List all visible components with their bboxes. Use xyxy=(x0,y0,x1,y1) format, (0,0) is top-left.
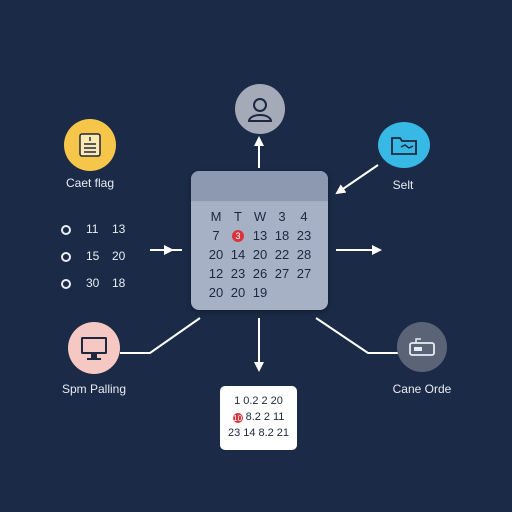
calendar-day[interactable]: 7 xyxy=(212,228,220,243)
calendar-day[interactable]: 27 xyxy=(274,266,290,281)
bullet-icon xyxy=(61,279,71,289)
bullet-icon xyxy=(61,225,71,235)
document-label: Caet flag xyxy=(65,176,115,190)
calendar-day[interactable]: 12 xyxy=(208,266,224,281)
calendar-header xyxy=(191,171,328,201)
mini-calendar-row: 1 0.2 2 20 xyxy=(234,395,283,407)
calendar-weekday: T xyxy=(234,209,242,224)
arrow-from-folder xyxy=(335,164,379,195)
document-node[interactable] xyxy=(64,119,116,171)
monitor-node[interactable] xyxy=(68,322,120,374)
list-item: 30 18 xyxy=(58,276,138,292)
calendar-day[interactable]: 13 xyxy=(252,228,268,243)
calendar-day[interactable]: 20 xyxy=(208,285,224,300)
calendar-day[interactable] xyxy=(293,283,315,302)
calendar-weekday: W xyxy=(253,209,267,224)
list-item: 15 20 xyxy=(58,249,138,265)
monitor-label: Spm Palling xyxy=(61,382,127,396)
bullet-icon xyxy=(61,252,71,262)
line-to-card-reader xyxy=(315,317,398,354)
calendar-day[interactable]: 19 xyxy=(252,285,268,300)
line-to-monitor xyxy=(120,317,201,354)
highlighted-date[interactable]: 3 xyxy=(232,229,244,242)
calendar-weekday: 4 xyxy=(300,209,308,224)
calendar-day[interactable] xyxy=(271,283,293,302)
calendar-day[interactable]: 20 xyxy=(208,247,224,262)
card-reader-label: Cane Orde xyxy=(392,382,452,396)
calendar-day[interactable]: 20 xyxy=(230,285,246,300)
calendar-day[interactable]: 23 xyxy=(296,228,312,243)
folder-label: Selt xyxy=(392,178,414,192)
highlighted-date: 10 xyxy=(232,413,243,423)
calendar-day[interactable]: 22 xyxy=(274,247,290,262)
card-reader-icon xyxy=(409,338,435,356)
calendar-weekday: M xyxy=(210,209,222,224)
user-icon xyxy=(247,98,273,122)
user-node[interactable] xyxy=(235,84,285,134)
monitor-icon xyxy=(81,337,107,360)
calendar-day[interactable]: 18 xyxy=(274,228,290,243)
calendar-weekday: 3 xyxy=(278,209,286,224)
folder-icon xyxy=(391,137,417,155)
calendar-day[interactable]: 14 xyxy=(230,247,246,262)
folder-node[interactable] xyxy=(378,122,430,168)
calendar-day[interactable]: 27 xyxy=(296,266,312,281)
document-icon xyxy=(79,133,101,157)
calendar-day[interactable]: 28 xyxy=(296,247,312,262)
mini-calendar-row: 10 8.2 2 11 xyxy=(232,411,285,423)
calendar-day[interactable]: 26 xyxy=(252,266,268,281)
mini-calendar-row: 23 14 8.2 21 xyxy=(227,427,290,439)
card-reader-node[interactable] xyxy=(397,322,447,372)
calendar-day[interactable]: 23 xyxy=(230,266,246,281)
list-item: 11 13 xyxy=(58,222,138,238)
mini-calendar-card[interactable]: 1 0.2 2 20 10 8.2 2 11 23 14 8.2 21 xyxy=(220,386,297,450)
calendar-day[interactable]: 20 xyxy=(252,247,268,262)
